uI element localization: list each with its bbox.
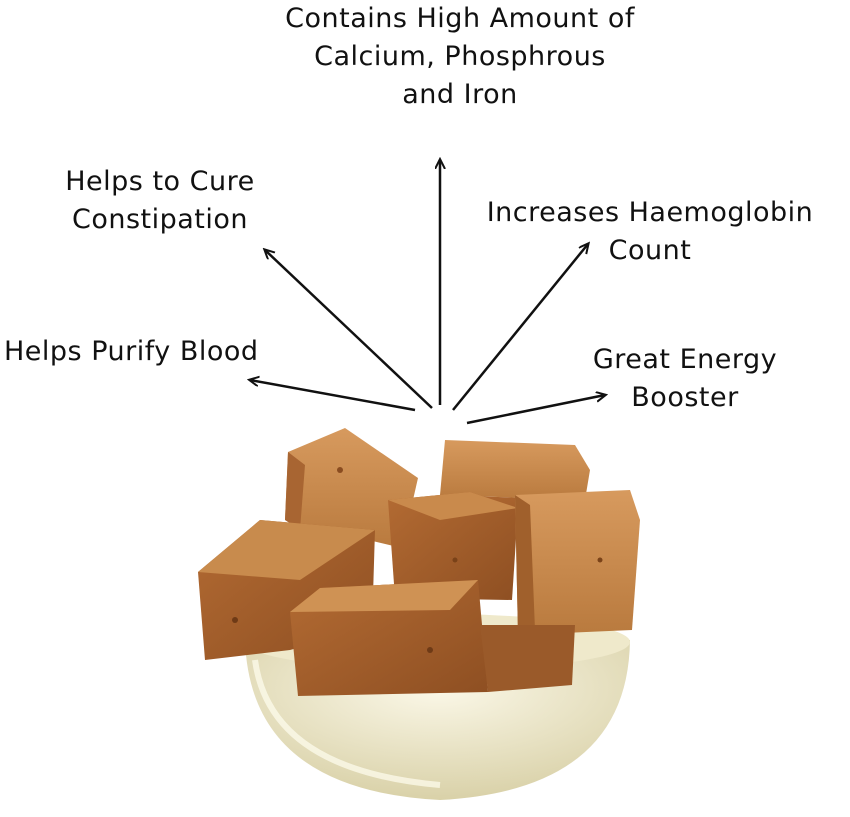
label-constipation-line-1: Helps to Cure [65,166,255,197]
label-purify-line-1: Helps Purify Blood [4,336,259,367]
arrow-purify [250,380,416,412]
label-haemoglobin-line-1: Increases Haemoglobin [486,197,814,228]
label-energy-booster: Great Energy Booster [555,341,815,417]
label-haemoglobin: Increases Haemoglobin Count [450,194,850,270]
label-constipation-line-2: Constipation [71,204,249,235]
arrow-haemoglobin [452,244,588,411]
label-energy-line-1: Great Energy [592,344,778,375]
label-purify-blood: Helps Purify Blood [4,333,316,371]
label-minerals-line-3: and Iron [402,79,518,110]
label-constipation: Helps to Cure Constipation [20,163,300,239]
label-haemoglobin-line-2: Count [608,235,692,266]
arrow-energy [466,395,605,425]
label-minerals-line-2: Calcium, Phosphrous [314,41,606,72]
label-minerals: Contains High Amount of Calcium, Phosphr… [200,0,720,114]
label-energy-line-2: Booster [631,382,739,413]
jaggery-pieces [198,428,640,696]
arrow-constipation [265,250,433,409]
label-minerals-line-1: Contains High Amount of [285,3,635,34]
